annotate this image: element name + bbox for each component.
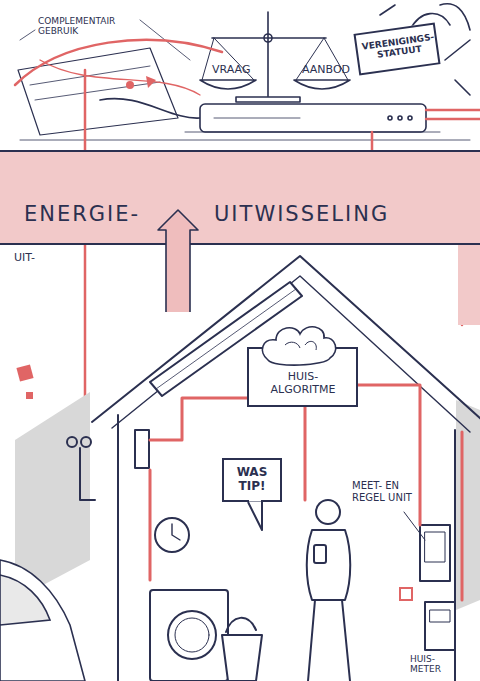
node-text: WAS TIP! [228,466,276,494]
exchange-band: ENERGIE- UITWISSELING [0,150,480,245]
cut-label: UIT- [14,252,54,265]
scale-label: VRAAG [212,64,272,77]
note-label: COMPLEMENTAIR GEBRUIK [38,16,133,37]
node-text: UITWISSELING [214,202,414,226]
algorithm-box: HUIS- ALGORITME [247,347,358,407]
node-text: VERENIGINGS- STATUUT [360,32,438,63]
meter-label: HUIS- METER [410,654,454,675]
statute-sign: VERENIGINGS- STATUUT [353,22,440,75]
unit-label: MEET- EN REGEL UNIT [352,480,424,503]
node-text: HUIS- ALGORITME [267,371,339,396]
speech-bubble: WAS TIP! [222,458,282,502]
node-text: ENERGIE- [24,202,164,226]
scale-label: AANBOD [302,64,372,77]
